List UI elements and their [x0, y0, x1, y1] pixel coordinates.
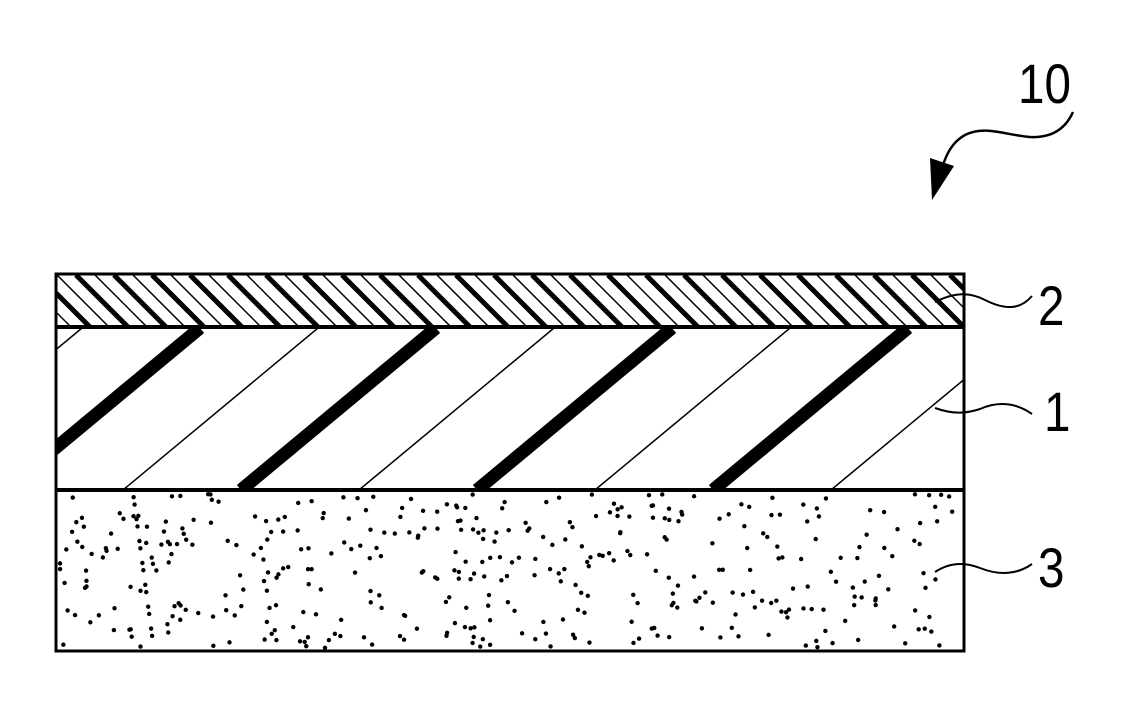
- label-layer-2: 2: [1038, 278, 1064, 334]
- label-layer-1: 1: [1044, 384, 1070, 440]
- layer-3-stipple: [58, 492, 955, 650]
- leader-line-1: [935, 404, 1032, 414]
- assembly-arrow: [942, 112, 1073, 168]
- label-layer-3: 3: [1038, 540, 1064, 596]
- leader-line-3: [935, 564, 1032, 573]
- leader-line-2: [935, 294, 1032, 307]
- layer-2-hatch: [0, 275, 1097, 327]
- arrowhead-icon: [930, 158, 954, 200]
- label-assembly-10: 10: [1018, 56, 1071, 112]
- layer-1-hatch: [0, 328, 1026, 490]
